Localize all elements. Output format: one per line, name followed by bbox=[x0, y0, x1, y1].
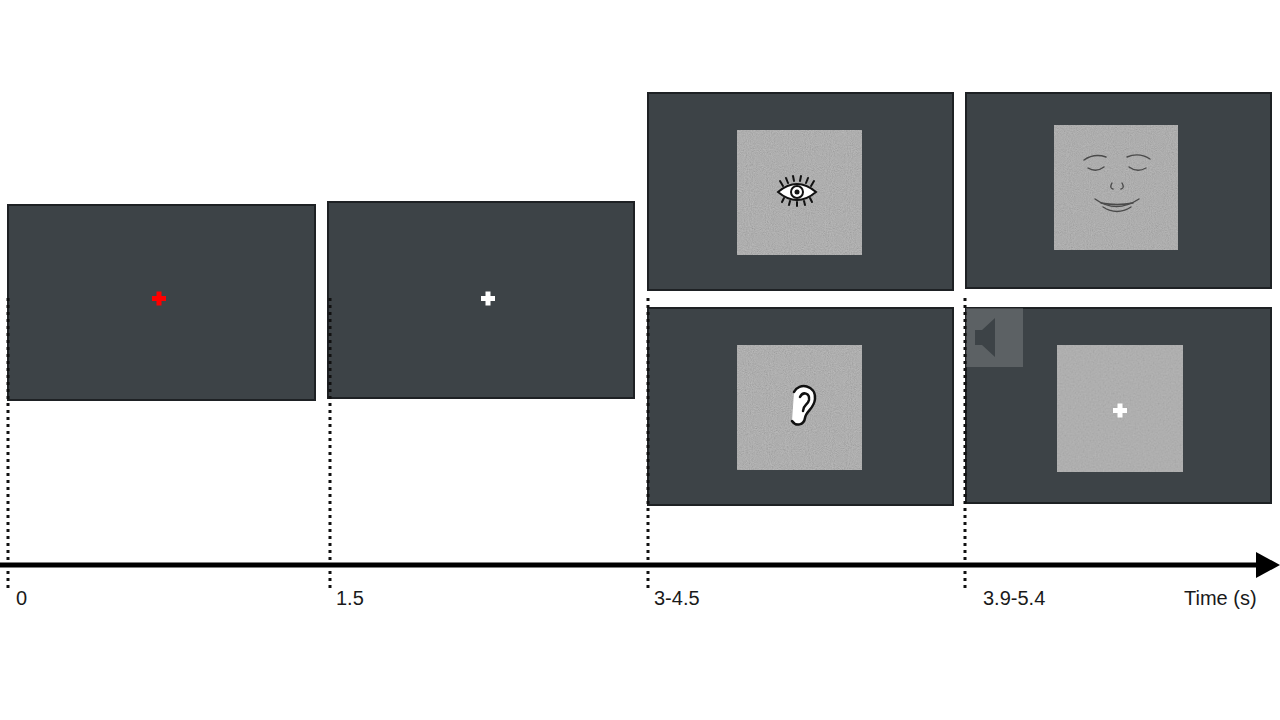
face-nose bbox=[1111, 183, 1124, 189]
face-eyebrow bbox=[1084, 156, 1106, 160]
ear-inner bbox=[800, 393, 809, 411]
face-target bbox=[1084, 155, 1150, 212]
time-tick: 3-4.5 bbox=[654, 586, 700, 610]
time-tick: 3.9-5.4 bbox=[983, 586, 1045, 610]
face-eyebrow bbox=[1127, 155, 1150, 159]
face-lips bbox=[1101, 203, 1133, 212]
noise-texture bbox=[737, 345, 862, 470]
noise-patches bbox=[737, 125, 1183, 472]
screen-fixation-white bbox=[328, 202, 634, 398]
fixation-cross-white bbox=[481, 292, 495, 306]
dotted-marker bbox=[964, 298, 967, 592]
face-eye bbox=[1129, 167, 1146, 170]
screen-target-auditory bbox=[966, 308, 1271, 503]
dotted-marker bbox=[7, 298, 10, 592]
noise-texture bbox=[1054, 125, 1178, 250]
onset-markers bbox=[8, 298, 965, 592]
speaker-shape bbox=[975, 318, 995, 357]
noise-texture bbox=[737, 130, 862, 255]
fixation-cross-white bbox=[1113, 404, 1127, 418]
dotted-marker bbox=[647, 298, 650, 592]
eye-pupil bbox=[795, 190, 800, 195]
speaker-icon bbox=[966, 308, 1023, 367]
axis-line bbox=[0, 563, 1262, 568]
dotted-marker bbox=[329, 298, 332, 592]
axis-arrowhead bbox=[1256, 552, 1280, 578]
time-tick: 1.5 bbox=[336, 586, 364, 610]
noise-square bbox=[1054, 125, 1178, 250]
eye-icon bbox=[778, 176, 816, 206]
speaker-backdrop bbox=[966, 308, 1023, 367]
screens bbox=[8, 93, 1271, 505]
screen-fixation-red bbox=[8, 205, 315, 400]
noise-square bbox=[737, 345, 862, 470]
noise-square bbox=[737, 130, 862, 255]
ear-icon bbox=[792, 386, 815, 424]
cross-bar bbox=[486, 292, 491, 306]
screen-cue-auditory bbox=[648, 308, 953, 505]
axis-title: Time (s) bbox=[1184, 586, 1257, 610]
eye-lashes bbox=[782, 198, 812, 206]
eye-lashes bbox=[780, 176, 814, 186]
ear-dot bbox=[795, 404, 800, 409]
fixation-cross-red bbox=[152, 292, 166, 306]
time-tick: 0 bbox=[16, 586, 27, 610]
ear-outline bbox=[792, 386, 815, 424]
cross-bar bbox=[157, 292, 162, 306]
noise-square bbox=[1057, 345, 1183, 472]
screen-cue-visual bbox=[648, 93, 953, 290]
cross-bar bbox=[1118, 404, 1123, 418]
face-eye bbox=[1088, 167, 1104, 170]
screen-target-visual bbox=[966, 93, 1271, 288]
noise-texture bbox=[1057, 345, 1183, 472]
time-axis bbox=[0, 552, 1280, 578]
eye-iris bbox=[791, 186, 803, 198]
